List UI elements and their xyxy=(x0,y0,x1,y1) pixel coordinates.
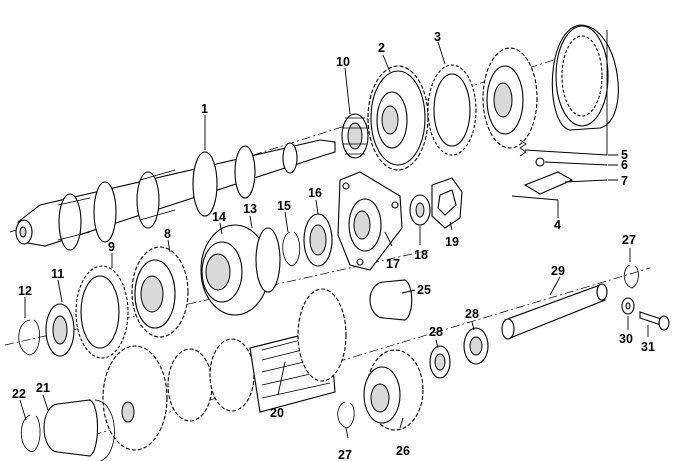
synchro-ring-3 xyxy=(427,64,477,156)
callout-8: 8 xyxy=(164,227,171,241)
circlip-15 xyxy=(282,231,301,267)
callout-5: 5 xyxy=(621,148,628,162)
callout-2: 2 xyxy=(378,41,385,55)
needle-bearing-10 xyxy=(341,113,369,159)
callout-13: 13 xyxy=(243,202,257,216)
leader-lines xyxy=(19,30,649,439)
reverse-shaft-29 xyxy=(501,283,608,340)
synchro-detent-parts xyxy=(519,139,574,195)
callout-labels: 1 2 3 4 5 6 7 8 9 10 11 12 13 14 15 16 1… xyxy=(12,30,655,461)
countershaft-20 xyxy=(102,288,347,451)
callout-14: 14 xyxy=(212,210,226,224)
circlip-12 xyxy=(18,319,40,356)
bearing-race-21 xyxy=(43,399,98,457)
synchro-hub xyxy=(482,47,538,149)
bolt-31 xyxy=(639,311,670,331)
callout-27-upper: 27 xyxy=(622,233,636,247)
callout-31: 31 xyxy=(641,340,655,354)
gear-8 xyxy=(131,246,189,338)
callout-29: 29 xyxy=(551,264,565,278)
thrust-piece-7 xyxy=(523,171,574,195)
callout-6: 6 xyxy=(621,158,628,172)
callout-21: 21 xyxy=(36,381,50,395)
sliding-sleeve xyxy=(551,24,619,131)
callout-12: 12 xyxy=(18,284,32,298)
gear-2 xyxy=(367,65,429,171)
needle-bearing-28-a xyxy=(429,345,451,379)
callout-25: 25 xyxy=(417,283,431,297)
circlip-22 xyxy=(20,414,41,453)
needle-bearing-11 xyxy=(45,303,75,357)
callout-27-lower: 27 xyxy=(338,448,352,461)
callout-19: 19 xyxy=(445,235,459,249)
callout-16: 16 xyxy=(308,186,322,200)
callout-18: 18 xyxy=(414,248,428,262)
spacer-16 xyxy=(303,213,333,267)
reverse-gear-26 xyxy=(363,349,424,431)
lock-plate-19 xyxy=(431,177,463,229)
callout-11: 11 xyxy=(51,267,64,281)
washer-30 xyxy=(621,297,635,315)
callout-4: 4 xyxy=(554,218,561,232)
synchro-ring-9 xyxy=(75,265,129,359)
o-ring xyxy=(94,399,115,461)
callout-9: 9 xyxy=(108,240,115,254)
bearing-ring-13 xyxy=(255,227,281,293)
callout-22: 22 xyxy=(12,387,26,401)
needle-bearing-28-b xyxy=(463,327,489,365)
callout-20: 20 xyxy=(270,406,284,420)
ball-6 xyxy=(535,157,545,167)
ball-bearing-14 xyxy=(200,224,270,316)
circlip-27-lower xyxy=(337,401,355,429)
callout-30: 30 xyxy=(619,332,633,346)
callout-28-b: 28 xyxy=(465,307,479,321)
nut-18 xyxy=(409,194,431,226)
callout-15: 15 xyxy=(277,199,291,213)
callout-26: 26 xyxy=(396,444,410,458)
circlip-27-upper xyxy=(623,264,639,289)
callout-28-a: 28 xyxy=(429,325,443,339)
needle-bearing-25 xyxy=(369,279,413,321)
callout-17: 17 xyxy=(386,257,400,271)
spring-5 xyxy=(519,139,527,157)
callout-10: 10 xyxy=(336,55,350,69)
callout-3: 3 xyxy=(434,30,441,44)
callout-1: 1 xyxy=(201,102,208,116)
main-shaft xyxy=(15,139,336,251)
bearing-flange-17 xyxy=(337,171,403,271)
callout-7: 7 xyxy=(621,174,628,188)
